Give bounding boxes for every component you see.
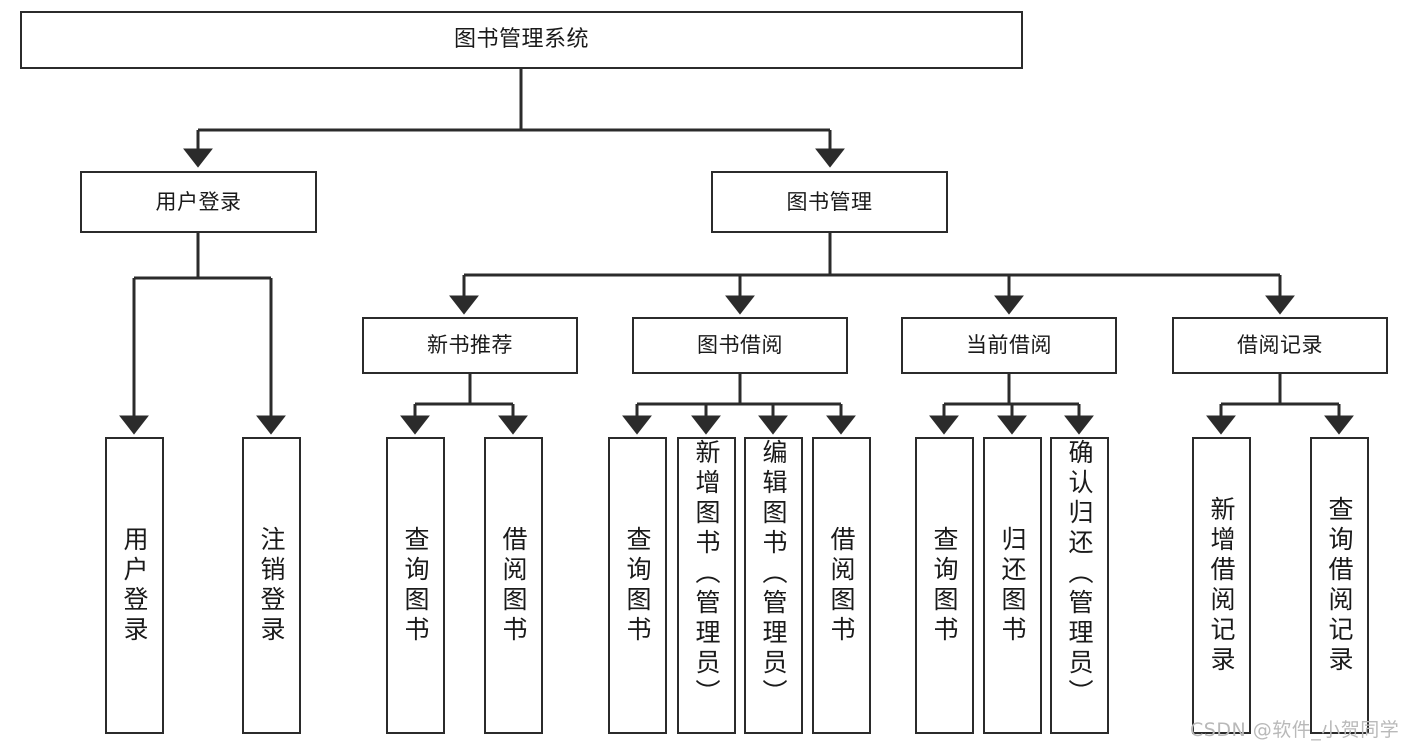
node-label: 图书管理系统 bbox=[453, 27, 589, 53]
node-label: 用户登录 bbox=[120, 525, 149, 646]
node-book-borrow[interactable]: 图书借阅 bbox=[632, 317, 848, 374]
node-root-book-management-system[interactable]: 图书管理系统 bbox=[20, 11, 1023, 69]
node-label: 借阅图书 bbox=[827, 525, 856, 646]
node-label: 借阅图书 bbox=[499, 525, 528, 646]
leaf-user-login-signout[interactable]: 注销登录 bbox=[242, 437, 301, 734]
node-label: 新增借阅记录 bbox=[1207, 495, 1236, 676]
leaf-new-book-borrow-books[interactable]: 借阅图书 bbox=[484, 437, 543, 734]
node-label: 图书管理 bbox=[786, 189, 873, 214]
leaf-book-borrow-query-books[interactable]: 查询图书 bbox=[608, 437, 667, 734]
node-label: 当前借阅 bbox=[966, 333, 1052, 358]
node-label: 查询图书 bbox=[930, 525, 959, 646]
node-label: 编辑图书（管理员） bbox=[759, 439, 788, 709]
leaf-book-borrow-edit-book-admin[interactable]: 编辑图书（管理员） bbox=[744, 437, 803, 734]
leaf-user-login-signin[interactable]: 用户登录 bbox=[105, 437, 164, 734]
node-label: 查询借阅记录 bbox=[1325, 495, 1354, 676]
leaf-current-borrow-query-books[interactable]: 查询图书 bbox=[915, 437, 974, 734]
csdn-watermark: CSDN @软件_小贺同学 bbox=[1190, 719, 1400, 741]
node-book-management[interactable]: 图书管理 bbox=[711, 171, 948, 233]
node-label: 注销登录 bbox=[257, 525, 286, 646]
node-label: 确认归还（管理员） bbox=[1065, 439, 1094, 709]
leaf-book-borrow-add-book-admin[interactable]: 新增图书（管理员） bbox=[677, 437, 736, 734]
node-label: 新书推荐 bbox=[427, 333, 513, 358]
node-label: 用户登录 bbox=[155, 189, 242, 214]
node-new-book-recommend[interactable]: 新书推荐 bbox=[362, 317, 578, 374]
leaf-borrow-record-add-record[interactable]: 新增借阅记录 bbox=[1192, 437, 1251, 734]
node-label: 归还图书 bbox=[998, 525, 1027, 646]
node-label: 查询图书 bbox=[623, 525, 652, 646]
leaf-current-borrow-return-books[interactable]: 归还图书 bbox=[983, 437, 1042, 734]
leaf-borrow-record-query-record[interactable]: 查询借阅记录 bbox=[1310, 437, 1369, 734]
node-label: 新增图书（管理员） bbox=[692, 439, 721, 709]
node-label: 查询图书 bbox=[401, 525, 430, 646]
node-current-borrow[interactable]: 当前借阅 bbox=[901, 317, 1117, 374]
node-label: 借阅记录 bbox=[1237, 333, 1323, 358]
leaf-current-borrow-confirm-return-admin[interactable]: 确认归还（管理员） bbox=[1050, 437, 1109, 734]
leaf-book-borrow-borrow-books[interactable]: 借阅图书 bbox=[812, 437, 871, 734]
node-borrow-record[interactable]: 借阅记录 bbox=[1172, 317, 1388, 374]
node-label: 图书借阅 bbox=[697, 333, 783, 358]
leaf-new-book-query-books[interactable]: 查询图书 bbox=[386, 437, 445, 734]
node-user-login[interactable]: 用户登录 bbox=[80, 171, 317, 233]
